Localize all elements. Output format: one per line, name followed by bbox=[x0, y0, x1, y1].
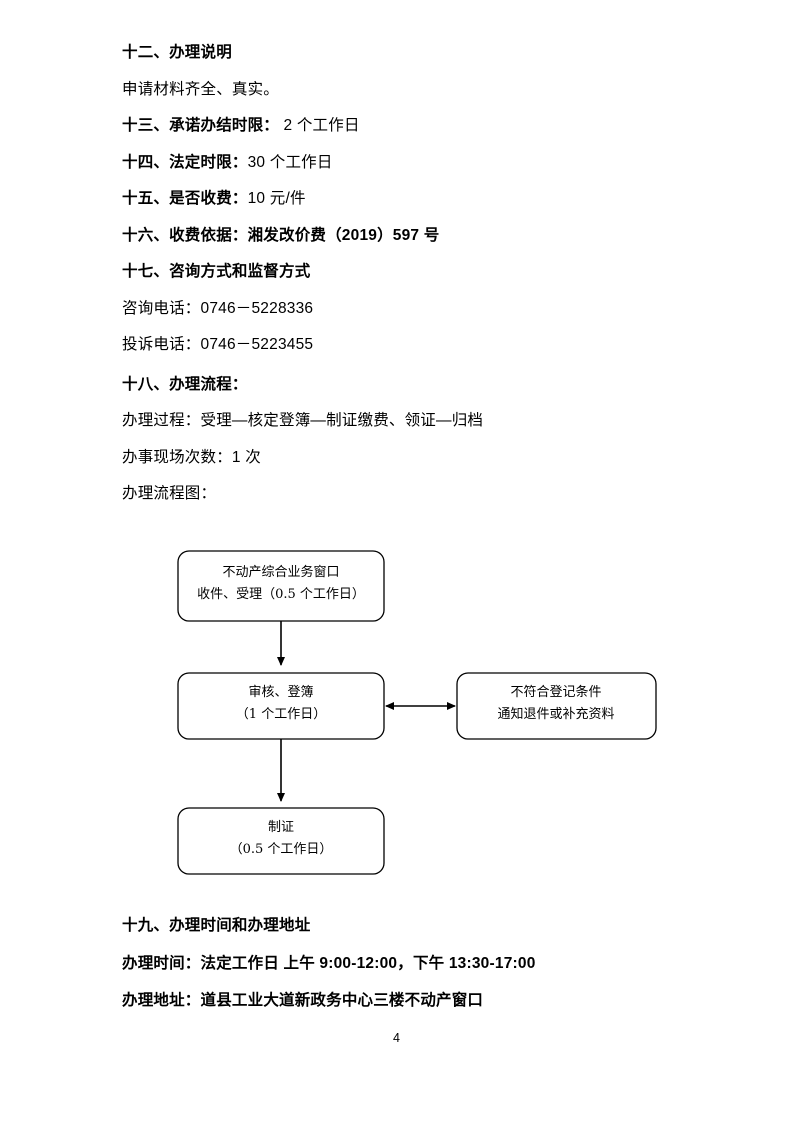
section-label-13: 十三、承诺办结时限： bbox=[122, 117, 280, 134]
page-number: 4 bbox=[393, 1031, 400, 1045]
section-line-13: 十三、承诺办结时限： 2 个工作日 bbox=[122, 118, 682, 134]
consult-phone: 咨询电话：0746－5228336 bbox=[122, 299, 314, 317]
flow-node-intake-line2: 收件、受理（0.5 个工作日） bbox=[197, 587, 365, 602]
onsite-visit-count: 办事现场次数：1 次 bbox=[122, 448, 261, 466]
flow-node-review-line1: 审核、登簿 bbox=[248, 685, 313, 700]
flow-node-make-certificate bbox=[177, 807, 385, 875]
office-hours-value: 法定工作日 上午 9:00-12:00，下午 13:30-17:00 bbox=[200, 954, 536, 972]
flow-node-certificate-line2: （0.5 个工作日） bbox=[230, 842, 333, 857]
office-hours-label: 办理时间： bbox=[122, 954, 201, 972]
process-steps: 办理过程：受理—核定登簿—制证缴费、领证—归档 bbox=[122, 412, 484, 429]
flow-node-not-qualified bbox=[456, 672, 657, 740]
flow-node-review-line2: （1 个工作日） bbox=[236, 707, 326, 722]
section-heading-17: 十七、咨询方式和监督方式 bbox=[122, 263, 311, 280]
office-hours-line: 办理时间：法定工作日 上午 9:00-12:00，下午 13:30-17:00 bbox=[122, 954, 722, 972]
section-heading-19: 十九、办理时间和办理地址 bbox=[122, 917, 311, 934]
section-line-15: 十五、是否收费：10 元/件 bbox=[122, 191, 682, 207]
section-heading-12: 十二、办理说明 bbox=[122, 44, 232, 61]
document-body: 十二、办理说明 申请材料齐全、真实。 十三、承诺办结时限： 2 个工作日 十四、… bbox=[122, 45, 682, 523]
document-bottom-block: 十九、办理时间和办理地址 办理时间：法定工作日 上午 9:00-12:00，下午… bbox=[122, 918, 722, 1031]
section-label-16: 十六、收费依据： bbox=[122, 226, 248, 244]
complaint-phone: 投诉电话：0746－5223455 bbox=[122, 336, 314, 353]
section-label-14: 十四、法定时限： bbox=[122, 153, 248, 171]
section-label-15: 十五、是否收费： bbox=[122, 190, 248, 207]
section-value-14: 30 个工作日 bbox=[247, 153, 333, 171]
section-value-16: 湘发改价费（2019）597 号 bbox=[247, 226, 440, 244]
section-line-16: 十六、收费依据：湘发改价费（2019）597 号 bbox=[122, 226, 682, 244]
flow-node-intake-window bbox=[177, 550, 385, 622]
flow-node-intake-line1: 不动产综合业务窗口 bbox=[222, 564, 339, 580]
flow-node-certificate-line1: 制证 bbox=[268, 820, 294, 835]
office-address-label: 办理地址： bbox=[122, 992, 201, 1009]
section-body-12: 申请材料齐全、真实。 bbox=[122, 80, 280, 98]
flow-node-reject-line2: 通知退件或补充资料 bbox=[497, 706, 614, 722]
section-value-15: 10 元/件 bbox=[247, 190, 306, 207]
section-line-14: 十四、法定时限：30 个工作日 bbox=[122, 153, 682, 171]
office-address-line: 办理地址：道县工业大道新政务中心三楼不动产窗口 bbox=[122, 993, 722, 1009]
flow-node-review-register bbox=[177, 672, 385, 740]
section-heading-18: 十八、办理流程： bbox=[122, 375, 248, 393]
flowchart-caption: 办理流程图： bbox=[122, 485, 217, 502]
office-address-value: 道县工业大道新政务中心三楼不动产窗口 bbox=[200, 992, 484, 1009]
flow-node-reject-line1: 不符合登记条件 bbox=[510, 684, 601, 700]
section-value-13: 2 个工作日 bbox=[279, 117, 360, 134]
